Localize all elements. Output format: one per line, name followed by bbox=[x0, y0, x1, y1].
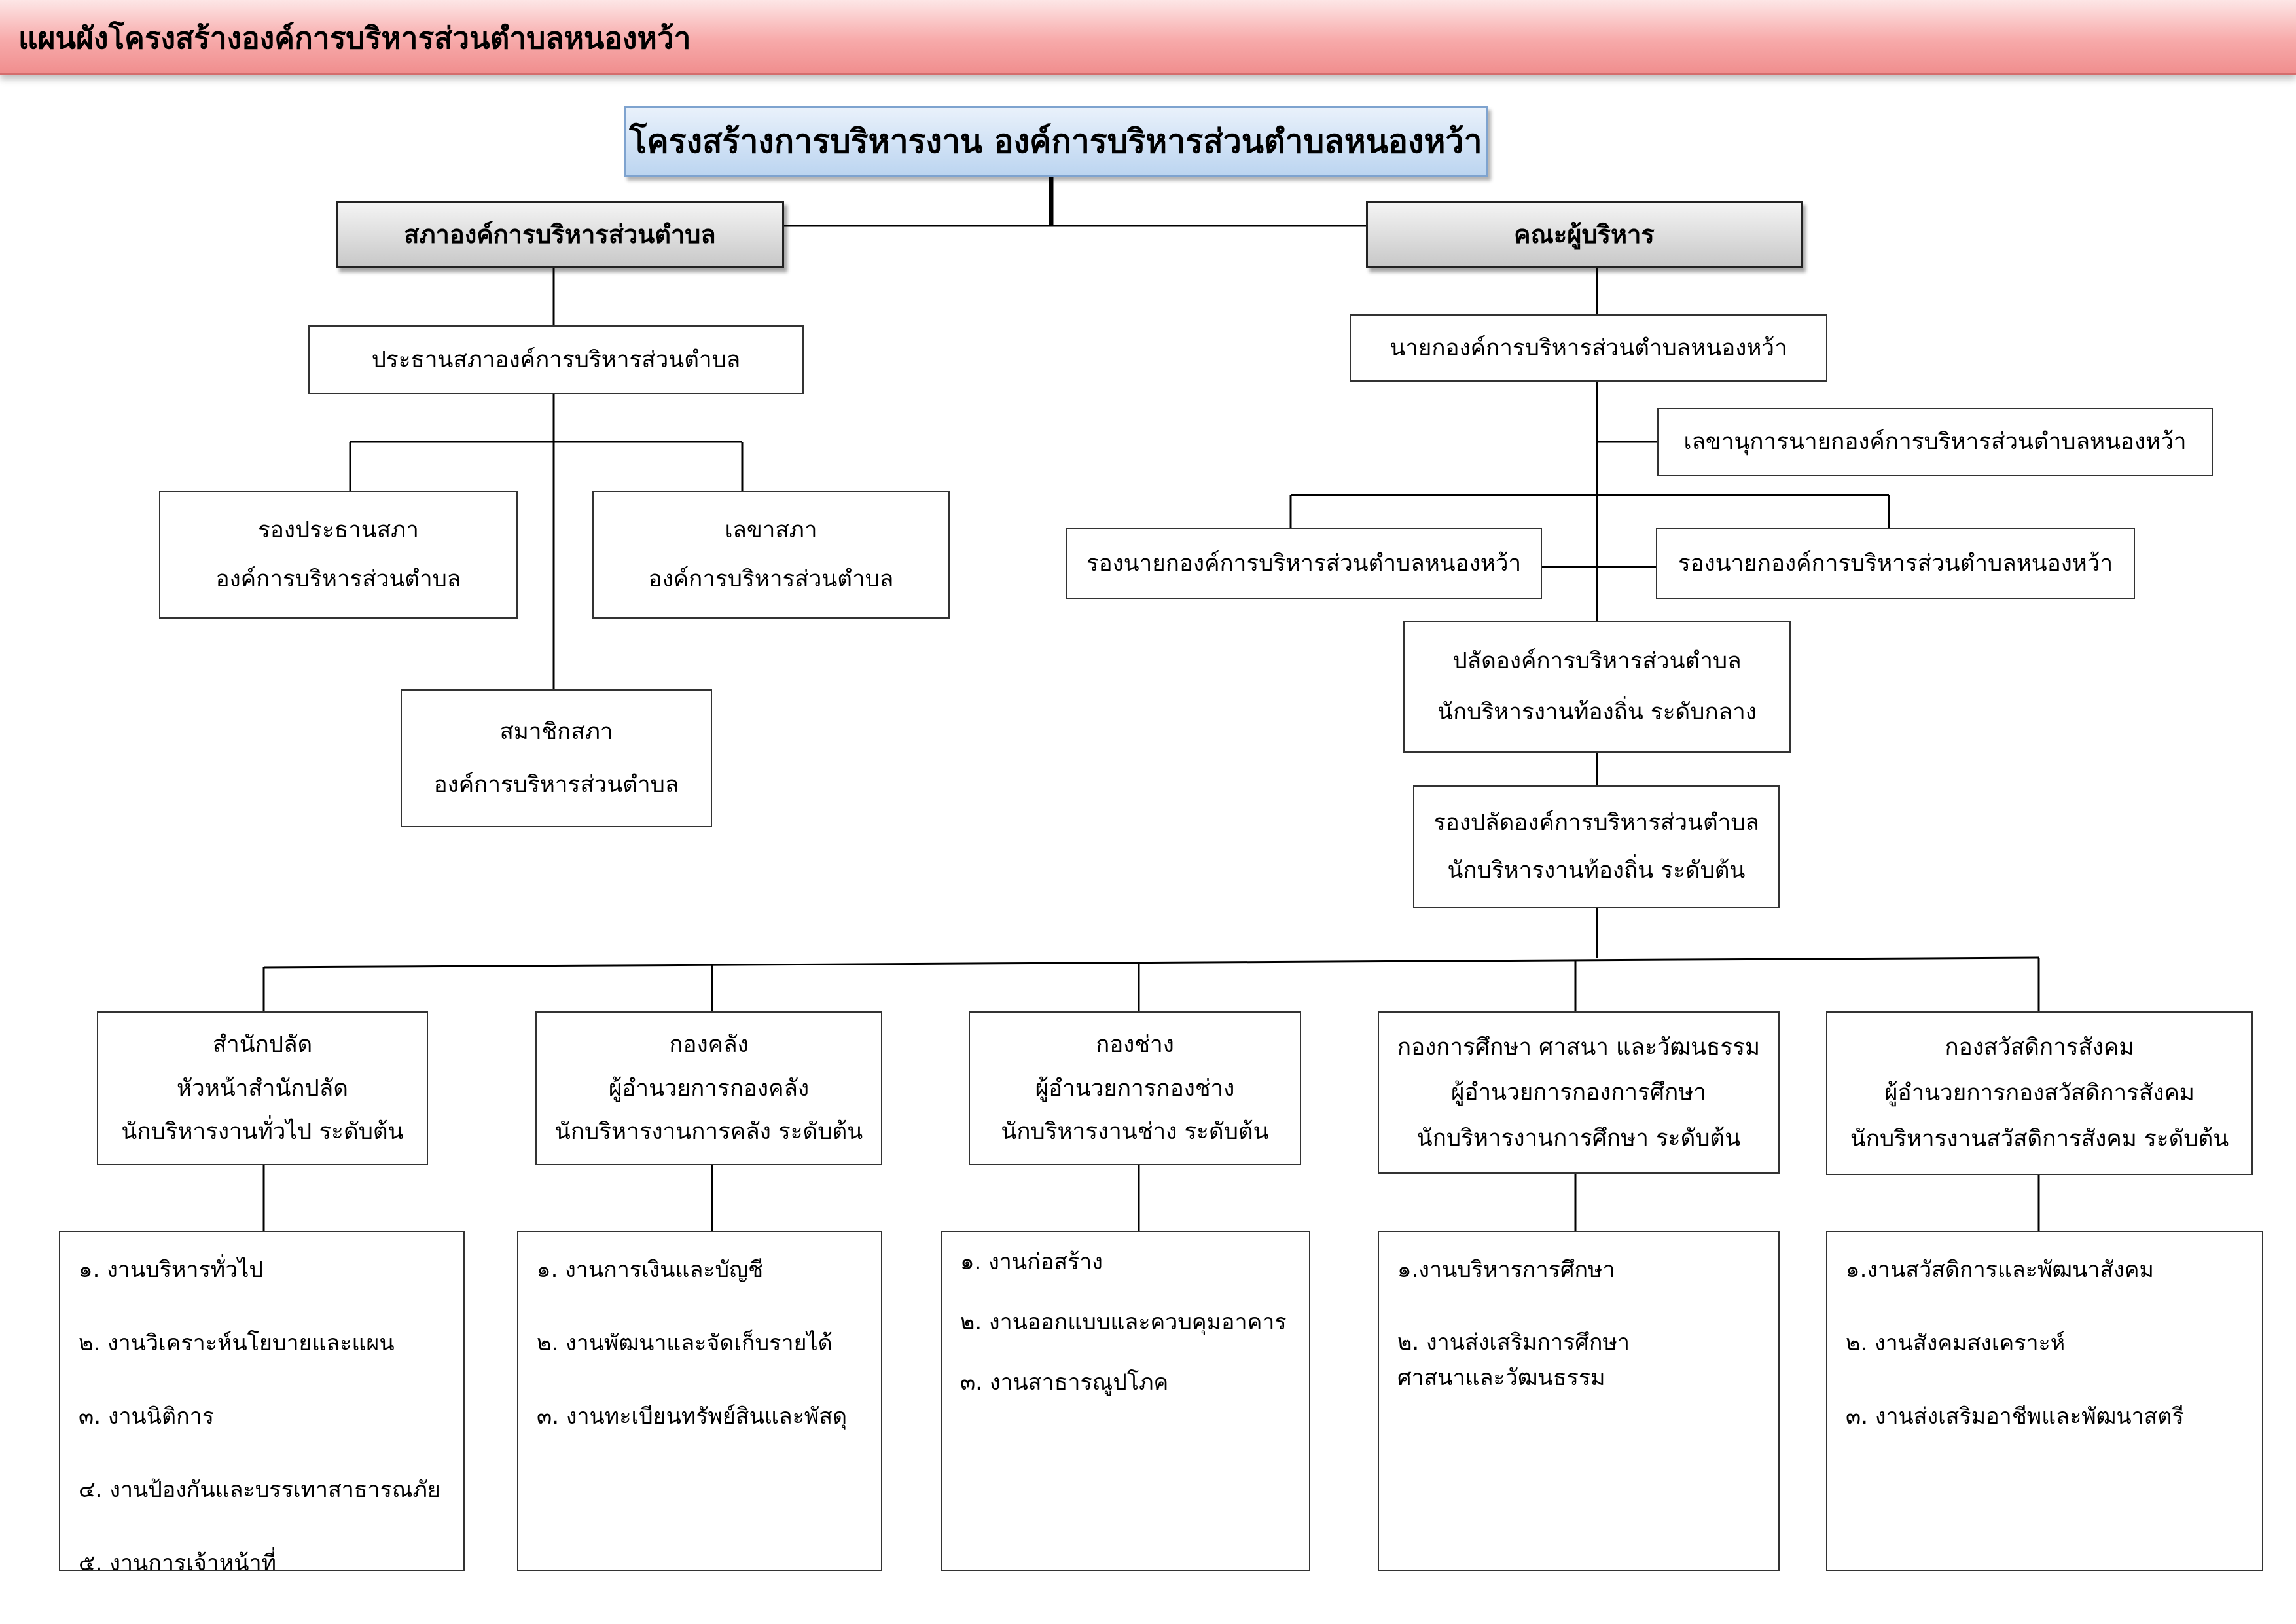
task-item: ๓. งานทะเบียนทรัพย์สินและพัสดุ bbox=[537, 1403, 848, 1430]
dept-name: สำนักปลัด bbox=[212, 1032, 313, 1058]
task-item: ๒. งานสังคมสงเคราะห์ bbox=[1846, 1330, 2066, 1356]
clerk-box: ปลัดองค์การบริหารส่วนตำบล นักบริหารงานท้… bbox=[1403, 621, 1791, 753]
clerk-line2: นักบริหารงานท้องถิ่น ระดับกลาง bbox=[1437, 698, 1757, 725]
council-chair-box: ประธานสภาองค์การบริหารส่วนตำบล bbox=[308, 325, 804, 394]
task-item: ๓. งานส่งเสริมอาชีพและพัฒนาสตรี bbox=[1846, 1403, 2184, 1430]
deputy-mayor-right-box: รองนายกองค์การบริหารส่วนตำบลหนองหว้า bbox=[1656, 528, 2135, 599]
page-title: แผนผังโครงสร้างองค์การบริหารส่วนตำบลหนอง… bbox=[18, 20, 691, 56]
task-item: ๑. งานการเงินและบัญชี bbox=[537, 1257, 764, 1283]
dept-name: กองสวัสดิการสังคม bbox=[1945, 1034, 2134, 1060]
dept-head: ผู้อำนวยการกองการศึกษา bbox=[1451, 1079, 1706, 1106]
task-item: ๑. งานก่อสร้าง bbox=[960, 1249, 1103, 1275]
executive-header-box: คณะผู้บริหาร bbox=[1366, 201, 1803, 268]
secretary-line2: องค์การบริหารส่วนตำบล bbox=[648, 566, 894, 592]
page-header: แผนผังโครงสร้างองค์การบริหารส่วนตำบลหนอง… bbox=[0, 0, 2296, 75]
council-chair: ประธานสภาองค์การบริหารส่วนตำบล bbox=[371, 346, 741, 373]
dept-head: ผู้อำนวยการกองช่าง bbox=[1035, 1075, 1235, 1102]
structure-title-box: โครงสร้างการบริหารงาน องค์การบริหารส่วนต… bbox=[624, 106, 1488, 177]
mayor-box: นายกองค์การบริหารส่วนตำบลหนองหว้า bbox=[1350, 314, 1827, 382]
dept-box-finance: กองคลัง ผู้อำนวยการกองคลัง นักบริหารงานก… bbox=[535, 1011, 882, 1165]
deputy-clerk-box: รองปลัดองค์การบริหารส่วนตำบล นักบริหารงา… bbox=[1413, 785, 1780, 908]
dept-box-office: สำนักปลัด หัวหน้าสำนักปลัด นักบริหารงานท… bbox=[97, 1011, 428, 1165]
dept-box-education: กองการศึกษา ศาสนา และวัฒนธรรม ผู้อำนวยกา… bbox=[1378, 1011, 1780, 1174]
executive-title: คณะผู้บริหาร bbox=[1514, 219, 1655, 249]
dept-rank: นักบริหารงานทั่วไป ระดับต้น bbox=[121, 1118, 404, 1145]
vice-chair-line2: องค์การบริหารส่วนตำบล bbox=[215, 566, 461, 592]
council-title: สภาองค์การบริหารส่วนตำบล bbox=[404, 219, 716, 249]
council-members-box: สมาชิกสภา องค์การบริหารส่วนตำบล bbox=[401, 689, 712, 827]
task-item: ๑.งานบริหารการศึกษา bbox=[1397, 1257, 1615, 1283]
deputy-clerk-line1: รองปลัดองค์การบริหารส่วนตำบล bbox=[1433, 810, 1759, 837]
council-vice-chair-box: รองประธานสภา องค์การบริหารส่วนตำบล bbox=[159, 491, 518, 619]
clerk-line1: ปลัดองค์การบริหารส่วนตำบล bbox=[1452, 648, 1742, 675]
deputy-clerk-line2: นักบริหารงานท้องถิ่น ระดับต้น bbox=[1447, 857, 1746, 884]
dept-head: ผู้อำนวยการกองสวัสดิการสังคม bbox=[1884, 1080, 2195, 1106]
members-line2: องค์การบริหารส่วนตำบล bbox=[433, 771, 679, 798]
task-item: ๔. งานป้องกันและบรรเทาสาธารณภัย bbox=[79, 1477, 440, 1503]
deputy-mayor-right: รองนายกองค์การบริหารส่วนตำบลหนองหว้า bbox=[1677, 550, 2113, 577]
vice-chair-line1: รองประธานสภา bbox=[258, 517, 419, 543]
structure-title: โครงสร้างการบริหารงาน องค์การบริหารส่วนต… bbox=[629, 122, 1482, 160]
dept-rank: นักบริหารงานการคลัง ระดับต้น bbox=[554, 1118, 863, 1145]
dept-name: กองคลัง bbox=[669, 1032, 749, 1058]
dept-rank: นักบริหารงานช่าง ระดับต้น bbox=[1001, 1118, 1269, 1145]
task-item: ๒. งานส่งเสริมการศึกษาศาสนาและวัฒนธรรม bbox=[1397, 1329, 1630, 1392]
task-item: ๒. งานพัฒนาและจัดเก็บรายได้ bbox=[537, 1330, 833, 1356]
tasks-box-social-welfare: ๑.งานสวัสดิการและพัฒนาสังคม ๒. งานสังคมส… bbox=[1826, 1231, 2263, 1571]
council-secretary-box: เลขาสภา องค์การบริหารส่วนตำบล bbox=[592, 491, 950, 619]
dept-box-engineering: กองช่าง ผู้อำนวยการกองช่าง นักบริหารงานช… bbox=[969, 1011, 1301, 1165]
tasks-box-finance: ๑. งานการเงินและบัญชี ๒. งานพัฒนาและจัดเ… bbox=[517, 1231, 882, 1571]
task-item: ๑. งานบริหารทั่วไป bbox=[79, 1257, 263, 1283]
secretary-line1: เลขาสภา bbox=[725, 517, 817, 543]
dept-head: หัวหน้าสำนักปลัด bbox=[177, 1075, 348, 1102]
task-item: ๒. งานวิเคราะห์นโยบายและแผน bbox=[79, 1330, 395, 1356]
task-item: ๑.งานสวัสดิการและพัฒนาสังคม bbox=[1846, 1257, 2154, 1283]
dept-name: กองการศึกษา ศาสนา และวัฒนธรรม bbox=[1397, 1034, 1761, 1060]
task-item: ๕. งานการเจ้าหน้าที่ bbox=[79, 1550, 277, 1576]
mayor-secretary: เลขานุการนายกองค์การบริหารส่วนตำบลหนองหว… bbox=[1683, 429, 2187, 455]
council-header-box: สภาองค์การบริหารส่วนตำบล bbox=[336, 201, 784, 268]
members-line1: สมาชิกสภา bbox=[499, 719, 613, 746]
task-item: ๒. งานออกแบบและควบคุมอาคาร bbox=[960, 1309, 1287, 1335]
deputy-mayor-left: รองนายกองค์การบริหารส่วนตำบลหนองหว้า bbox=[1086, 550, 1522, 577]
dept-head: ผู้อำนวยการกองคลัง bbox=[608, 1075, 810, 1102]
task-item: ๓. งานสาธารณูปโภค bbox=[960, 1369, 1169, 1396]
task-item: ๓. งานนิติการ bbox=[79, 1403, 215, 1430]
dept-rank: นักบริหารงานสวัสดิการสังคม ระดับต้น bbox=[1850, 1126, 2229, 1152]
tasks-box-engineering: ๑. งานก่อสร้าง ๒. งานออกแบบและควบคุมอาคา… bbox=[941, 1231, 1310, 1571]
deputy-mayor-left-box: รองนายกองค์การบริหารส่วนตำบลหนองหว้า bbox=[1066, 528, 1542, 599]
tasks-box-education: ๑.งานบริหารการศึกษา ๒. งานส่งเสริมการศึก… bbox=[1378, 1231, 1780, 1571]
mayor: นายกองค์การบริหารส่วนตำบลหนองหว้า bbox=[1390, 334, 1787, 361]
dept-rank: นักบริหารงานการศึกษา ระดับต้น bbox=[1416, 1125, 1741, 1151]
dept-box-social-welfare: กองสวัสดิการสังคม ผู้อำนวยการกองสวัสดิกา… bbox=[1826, 1011, 2253, 1175]
dept-name: กองช่าง bbox=[1096, 1032, 1174, 1058]
mayor-secretary-box: เลขานุการนายกองค์การบริหารส่วนตำบลหนองหว… bbox=[1657, 408, 2213, 476]
tasks-box-office: ๑. งานบริหารทั่วไป ๒. งานวิเคราะห์นโยบาย… bbox=[59, 1231, 465, 1576]
